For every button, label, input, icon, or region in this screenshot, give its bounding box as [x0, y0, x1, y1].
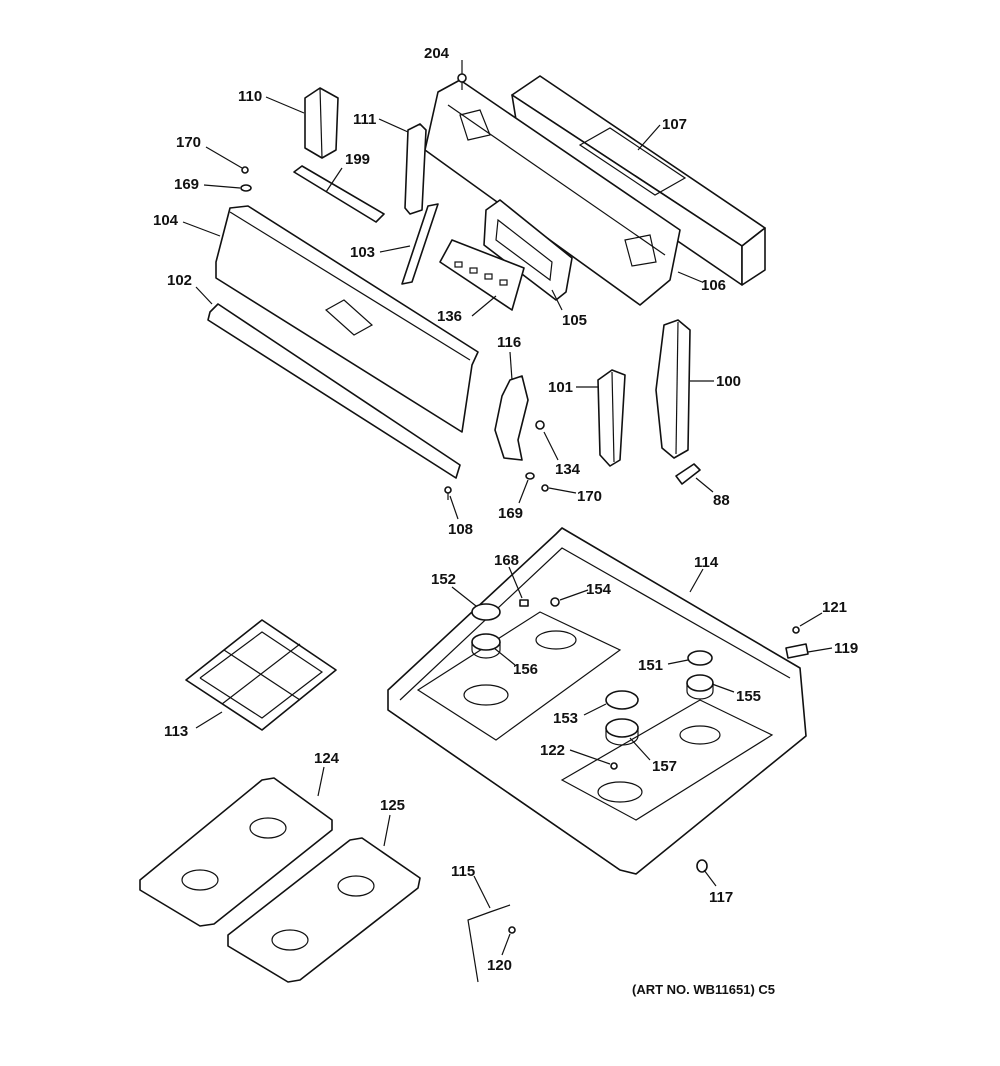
part-110-bracket	[304, 87, 339, 159]
callout-107: 107	[662, 116, 687, 133]
part-169-washer-left	[240, 184, 252, 192]
callout-134: 134	[555, 461, 581, 478]
callout-155: 155	[736, 688, 761, 705]
callout-169-top: 169	[174, 176, 199, 193]
callout-170-bottom: 170	[577, 488, 602, 505]
callout-111: 111	[353, 111, 376, 128]
part-168-clip	[519, 599, 529, 607]
callout-104: 104	[153, 212, 179, 229]
callout-204: 204	[424, 45, 450, 62]
callout-120: 120	[487, 957, 512, 974]
leader-lines	[182, 60, 833, 956]
part-121-screw	[792, 626, 800, 634]
callout-122: 122	[540, 742, 565, 759]
part-116-end-cap	[494, 375, 529, 461]
art-number: (ART NO. WB11651) C5	[632, 982, 775, 997]
part-108-screw	[444, 486, 452, 500]
callout-labels: 204 110 111 107 170 199 169 104 103 102 …	[153, 45, 858, 974]
part-103-bracket	[401, 203, 439, 285]
part-151-burner-cap	[687, 650, 713, 666]
part-169-washer-right	[525, 472, 535, 480]
callout-117: 117	[709, 889, 733, 906]
part-204-screw	[457, 73, 467, 90]
callout-169-bottom: 169	[498, 505, 523, 522]
part-107-top-cover	[511, 75, 766, 286]
callout-199: 199	[345, 151, 370, 168]
part-125-drip-pan	[227, 837, 421, 983]
part-157-burner-head	[605, 718, 639, 746]
callout-157: 157	[652, 758, 677, 775]
callout-110: 110	[238, 88, 262, 105]
part-156-burner-head	[471, 633, 501, 659]
callout-153: 153	[553, 710, 578, 727]
part-119-bracket	[785, 643, 809, 659]
callout-154: 154	[586, 581, 612, 598]
part-155-burner-head	[686, 674, 714, 700]
callout-101: 101	[548, 379, 573, 396]
part-152-burner-cap	[471, 603, 501, 621]
callout-113: 113	[164, 723, 188, 740]
part-88	[675, 463, 701, 485]
part-136-overlay	[439, 239, 525, 311]
part-154-electrode	[550, 597, 560, 607]
callout-152: 152	[431, 571, 456, 588]
callout-102: 102	[167, 272, 192, 289]
callout-88: 88	[713, 492, 730, 509]
callout-114: 114	[694, 554, 719, 571]
callout-168: 168	[494, 552, 519, 569]
part-117-foot	[696, 859, 708, 873]
callout-156: 156	[513, 661, 538, 678]
callout-108: 108	[448, 521, 473, 538]
part-170-screw-left	[241, 166, 249, 174]
callout-136: 136	[437, 308, 462, 325]
callout-103: 103	[350, 244, 375, 261]
part-115-tube	[467, 904, 511, 983]
part-113-grate	[185, 619, 337, 731]
part-105-control-board	[483, 199, 573, 301]
callout-124: 124	[314, 750, 340, 767]
part-170-screw-right	[541, 484, 549, 492]
callout-105: 105	[562, 312, 587, 329]
part-124-drip-pan	[139, 777, 333, 927]
callout-106: 106	[701, 277, 726, 294]
part-111-side-bracket	[404, 123, 427, 215]
part-104-backsplash	[215, 205, 479, 433]
part-134-screw	[535, 420, 545, 430]
part-122-screw	[610, 762, 618, 770]
part-120-screw	[508, 926, 516, 934]
callout-115: 115	[451, 863, 475, 880]
callout-170-top: 170	[176, 134, 201, 151]
callout-151: 151	[638, 657, 663, 674]
callout-116: 116	[497, 334, 521, 351]
callout-121: 121	[822, 599, 847, 616]
part-101-bracket	[597, 369, 626, 467]
callout-125: 125	[380, 797, 405, 814]
callout-119: 119	[834, 640, 858, 657]
callout-100: 100	[716, 373, 741, 390]
part-199-trim	[293, 165, 385, 223]
part-153-burner-cap	[605, 690, 639, 710]
part-100-side-panel	[655, 319, 691, 459]
part-102-lower-trim	[207, 303, 461, 479]
